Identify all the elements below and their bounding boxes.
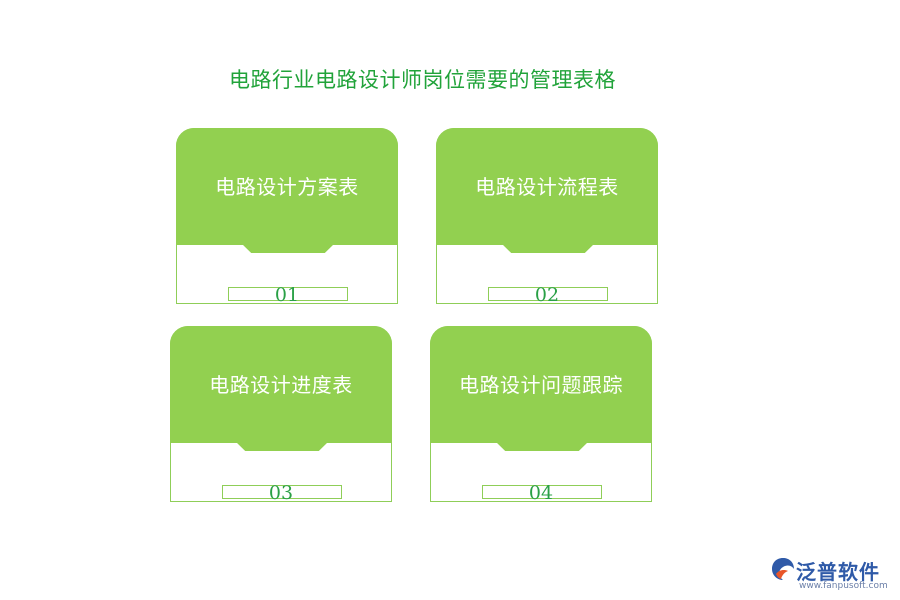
- card-design-issue-tracking[interactable]: 电路设计问题跟踪 04: [430, 326, 652, 504]
- card-design-plan[interactable]: 电路设计方案表 01: [176, 128, 398, 306]
- card-header-notch: [242, 244, 334, 253]
- logo-url-text: www.fanpusoft.com: [799, 581, 888, 591]
- card-design-flow[interactable]: 电路设计流程表 02: [436, 128, 658, 306]
- card-label: 电路设计进度表: [209, 373, 353, 397]
- page-title: 电路行业电路设计师岗位需要的管理表格: [229, 68, 616, 92]
- card-number-box: [488, 287, 608, 301]
- card-label: 电路设计流程表: [475, 175, 619, 199]
- fanpu-logo: 泛普软件 www.fanpusoft.com: [770, 556, 895, 596]
- card-header: [176, 128, 398, 245]
- card-header-notch: [496, 442, 588, 451]
- card-header: [430, 326, 652, 443]
- card-number: 03: [268, 482, 294, 504]
- card-label: 电路设计方案表: [215, 175, 359, 199]
- card-number: 04: [528, 482, 554, 504]
- card-number-box: [228, 287, 348, 301]
- card-label: 电路设计问题跟踪: [459, 373, 623, 397]
- card-header-notch: [502, 244, 594, 253]
- card-header: [170, 326, 392, 443]
- fanpu-logo-icon: [772, 558, 794, 580]
- card-number-box: [482, 485, 602, 499]
- card-number: 02: [534, 284, 560, 306]
- card-header-notch: [236, 442, 328, 451]
- card-design-progress[interactable]: 电路设计进度表 03: [170, 326, 392, 504]
- card-number: 01: [274, 284, 300, 306]
- card-header: [436, 128, 658, 245]
- card-number-box: [222, 485, 342, 499]
- logo-brand-text: 泛普软件: [796, 560, 880, 584]
